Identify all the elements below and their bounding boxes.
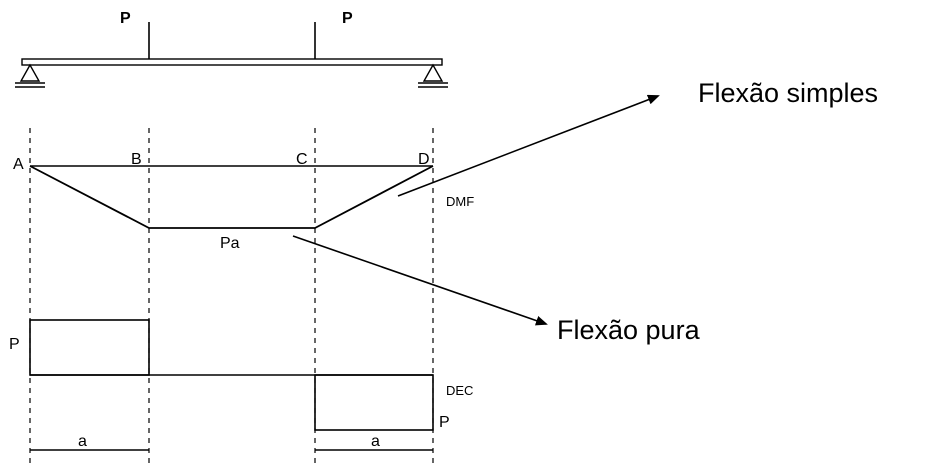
point-label-d: D <box>418 151 430 168</box>
guide-lines <box>29 128 434 468</box>
label-pure-bending: Flexão pura <box>557 315 701 345</box>
annotations: Flexão simples Flexão pura <box>292 78 878 345</box>
point-label-c: C <box>296 151 308 168</box>
arrow-simple-bending <box>397 94 660 197</box>
load-label-right: P <box>342 10 353 27</box>
point-label-b: B <box>131 151 142 168</box>
dimensions: a a <box>30 433 433 451</box>
dmf-label: DMF <box>446 194 474 209</box>
shear-right-value: P <box>439 414 450 431</box>
label-simple-bending: Flexão simples <box>698 78 878 108</box>
moment-diagram: A B C D Pa DMF <box>13 151 474 252</box>
dec-label: DEC <box>446 383 473 398</box>
moment-curve <box>29 165 434 229</box>
shear-block-right <box>314 374 434 431</box>
beam-body <box>21 58 443 66</box>
support-right <box>418 63 448 88</box>
point-label-a: A <box>13 156 24 173</box>
support-left <box>15 63 45 88</box>
dimension-label-left: a <box>78 433 87 450</box>
shear-left-value: P <box>9 336 20 353</box>
shear-block-left <box>29 319 150 376</box>
beam: P P <box>15 10 448 88</box>
arrow-pure-bending <box>292 235 548 326</box>
load-label-left: P <box>120 10 131 27</box>
moment-max-label: Pa <box>220 235 240 252</box>
shear-diagram: P P DEC <box>9 319 473 431</box>
dimension-label-right: a <box>371 433 380 450</box>
